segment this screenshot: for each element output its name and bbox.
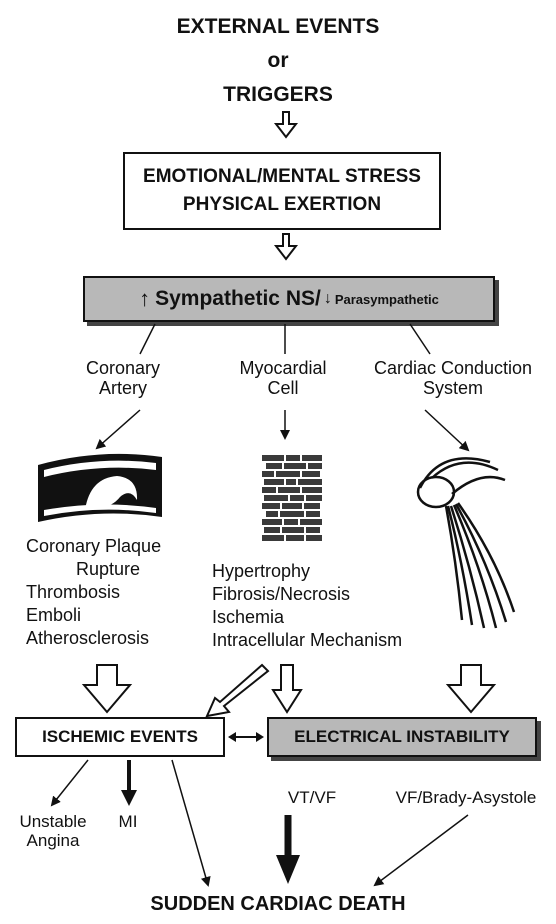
diagonal-hollow-arrow-icon xyxy=(207,665,268,716)
conduction-system-icon xyxy=(418,458,514,628)
hollow-down-arrow-icon xyxy=(448,665,494,712)
connector-line xyxy=(140,324,155,354)
double-headed-arrow-icon xyxy=(228,732,264,742)
hollow-down-arrow-icon xyxy=(276,112,296,137)
arrow-vtvf-to-death xyxy=(276,815,300,884)
arrow-to-mi xyxy=(121,760,137,806)
hollow-down-arrow-icon xyxy=(273,665,301,712)
arrow-to-artery xyxy=(97,410,140,448)
arrow-to-death-from-ischemic xyxy=(172,760,208,885)
hollow-down-arrow-icon xyxy=(84,665,130,712)
connector-line xyxy=(410,324,430,354)
myocardial-cells-icon xyxy=(262,455,322,541)
arrow-vf-brady-to-death xyxy=(375,815,468,885)
hollow-down-arrow-icon xyxy=(276,234,296,259)
arrow-to-unstable-angina xyxy=(52,760,88,805)
arrow-to-conduction xyxy=(425,410,468,450)
artery-plaque-icon xyxy=(38,454,162,522)
